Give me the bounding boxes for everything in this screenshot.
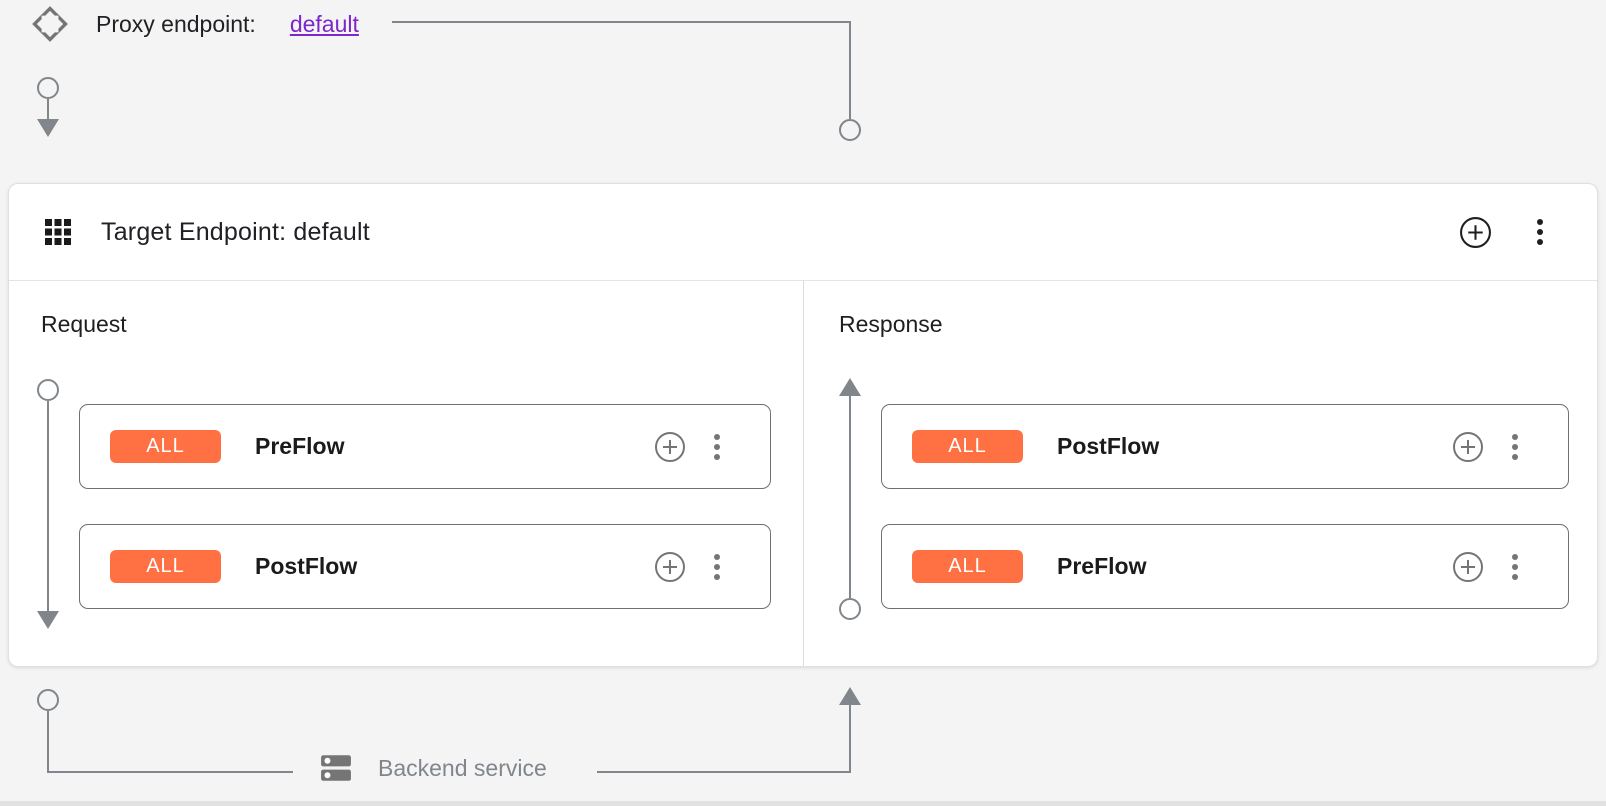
- kebab-menu-icon: [714, 553, 720, 580]
- kebab-menu-icon: [1512, 553, 1518, 580]
- add-policy-button[interactable]: [654, 551, 686, 583]
- flow-label: PreFlow: [1057, 553, 1147, 579]
- target-endpoint-body: Request Response ALL PreFlow: [9, 281, 1597, 666]
- response-preflow-row[interactable]: ALL PreFlow: [881, 524, 1569, 609]
- flow-menu-button[interactable]: [714, 433, 720, 460]
- response-panel-title: Response: [839, 311, 943, 337]
- request-postflow-row[interactable]: ALL PostFlow: [79, 524, 771, 609]
- panel-divider: [803, 281, 804, 666]
- add-policy-button[interactable]: [654, 431, 686, 463]
- backend-service-label: Backend service: [378, 754, 547, 781]
- proxy-endpoint-link[interactable]: default: [289, 10, 359, 37]
- condition-badge: ALL: [912, 550, 1023, 583]
- kebab-menu-icon: [1512, 433, 1518, 460]
- target-endpoint-title: Target Endpoint: default: [101, 217, 370, 246]
- flow-label: PreFlow: [255, 433, 345, 459]
- proxy-endpoint-node: Proxy endpoint: default: [30, 2, 359, 46]
- kebab-menu-icon: [714, 433, 720, 460]
- dns-server-icon: [320, 752, 352, 784]
- target-endpoint-header: Target Endpoint: default: [9, 184, 1597, 281]
- request-panel-title: Request: [41, 311, 127, 337]
- flow-menu-button[interactable]: [1512, 553, 1518, 580]
- proxy-endpoint-label: Proxy endpoint:: [96, 10, 256, 37]
- grid-icon: [45, 219, 71, 245]
- response-postflow-row[interactable]: ALL PostFlow: [881, 404, 1569, 489]
- condition-badge: ALL: [110, 430, 221, 463]
- kebab-menu-icon: [1537, 219, 1543, 245]
- endpoint-menu-button[interactable]: [1537, 219, 1543, 245]
- add-flow-button[interactable]: [1459, 216, 1492, 249]
- move-diamond-icon: [30, 4, 70, 44]
- add-policy-button[interactable]: [1452, 551, 1484, 583]
- flow-label: PostFlow: [255, 553, 358, 579]
- bottom-edge-strip: [0, 801, 1606, 806]
- target-endpoint-card: Target Endpoint: default Request Respons…: [8, 183, 1598, 667]
- flow-menu-button[interactable]: [714, 553, 720, 580]
- condition-badge: ALL: [110, 550, 221, 583]
- request-preflow-row[interactable]: ALL PreFlow: [79, 404, 771, 489]
- flow-label: PostFlow: [1057, 433, 1160, 459]
- add-policy-button[interactable]: [1452, 431, 1484, 463]
- backend-service-node: Backend service: [320, 752, 547, 784]
- flow-menu-button[interactable]: [1512, 433, 1518, 460]
- condition-badge: ALL: [912, 430, 1023, 463]
